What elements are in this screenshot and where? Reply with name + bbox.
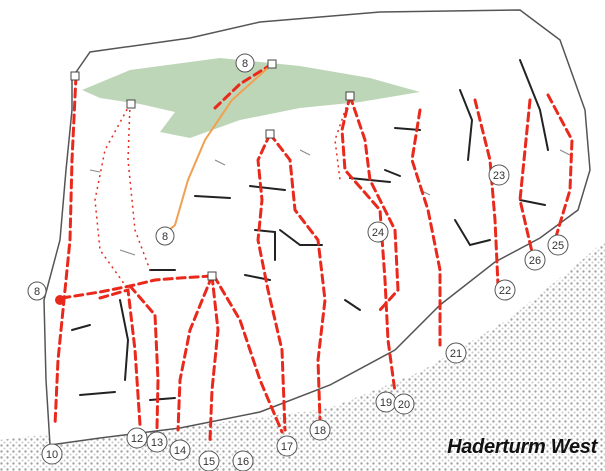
- svg-text:10: 10: [46, 449, 58, 461]
- route-label-17: 17: [277, 436, 297, 456]
- route-label-15: 15: [199, 451, 219, 471]
- route-label-25: 25: [548, 235, 568, 255]
- route-label-26: 26: [525, 250, 545, 270]
- route-label-18: 18: [310, 420, 330, 440]
- route-label-23: 23: [489, 165, 509, 185]
- svg-text:23: 23: [493, 170, 505, 182]
- svg-text:16: 16: [237, 456, 249, 468]
- route-label-24: 24: [368, 222, 388, 242]
- svg-text:13: 13: [151, 437, 163, 449]
- route-label-14: 14: [170, 440, 190, 460]
- svg-text:19: 19: [380, 397, 392, 409]
- svg-text:24: 24: [372, 227, 384, 239]
- svg-text:12: 12: [131, 433, 143, 445]
- belay-point: [55, 295, 65, 305]
- svg-text:8: 8: [242, 58, 248, 70]
- route-label-8-mid: 8: [156, 227, 174, 245]
- svg-text:18: 18: [314, 425, 326, 437]
- route-label-16: 16: [233, 451, 253, 471]
- svg-text:8: 8: [162, 231, 168, 243]
- svg-text:22: 22: [499, 285, 511, 297]
- route-label-20: 20: [394, 394, 414, 414]
- topo-caption: Haderturm West: [447, 436, 597, 459]
- route-label-8-left: 8: [28, 282, 46, 300]
- route-label-10: 10: [42, 444, 62, 464]
- route-label-22: 22: [495, 280, 515, 300]
- svg-text:26: 26: [529, 255, 541, 267]
- svg-text:21: 21: [450, 348, 462, 360]
- svg-text:20: 20: [398, 399, 410, 411]
- svg-text:15: 15: [203, 456, 215, 468]
- svg-text:17: 17: [281, 441, 293, 453]
- route-label-8-top: 8: [236, 54, 254, 72]
- route-label-12: 12: [127, 428, 147, 448]
- svg-text:25: 25: [552, 240, 564, 252]
- svg-text:14: 14: [174, 445, 186, 457]
- route-label-21: 21: [446, 343, 466, 363]
- svg-text:8: 8: [34, 286, 40, 298]
- route-label-13: 13: [147, 432, 167, 452]
- route-label-19: 19: [376, 392, 396, 412]
